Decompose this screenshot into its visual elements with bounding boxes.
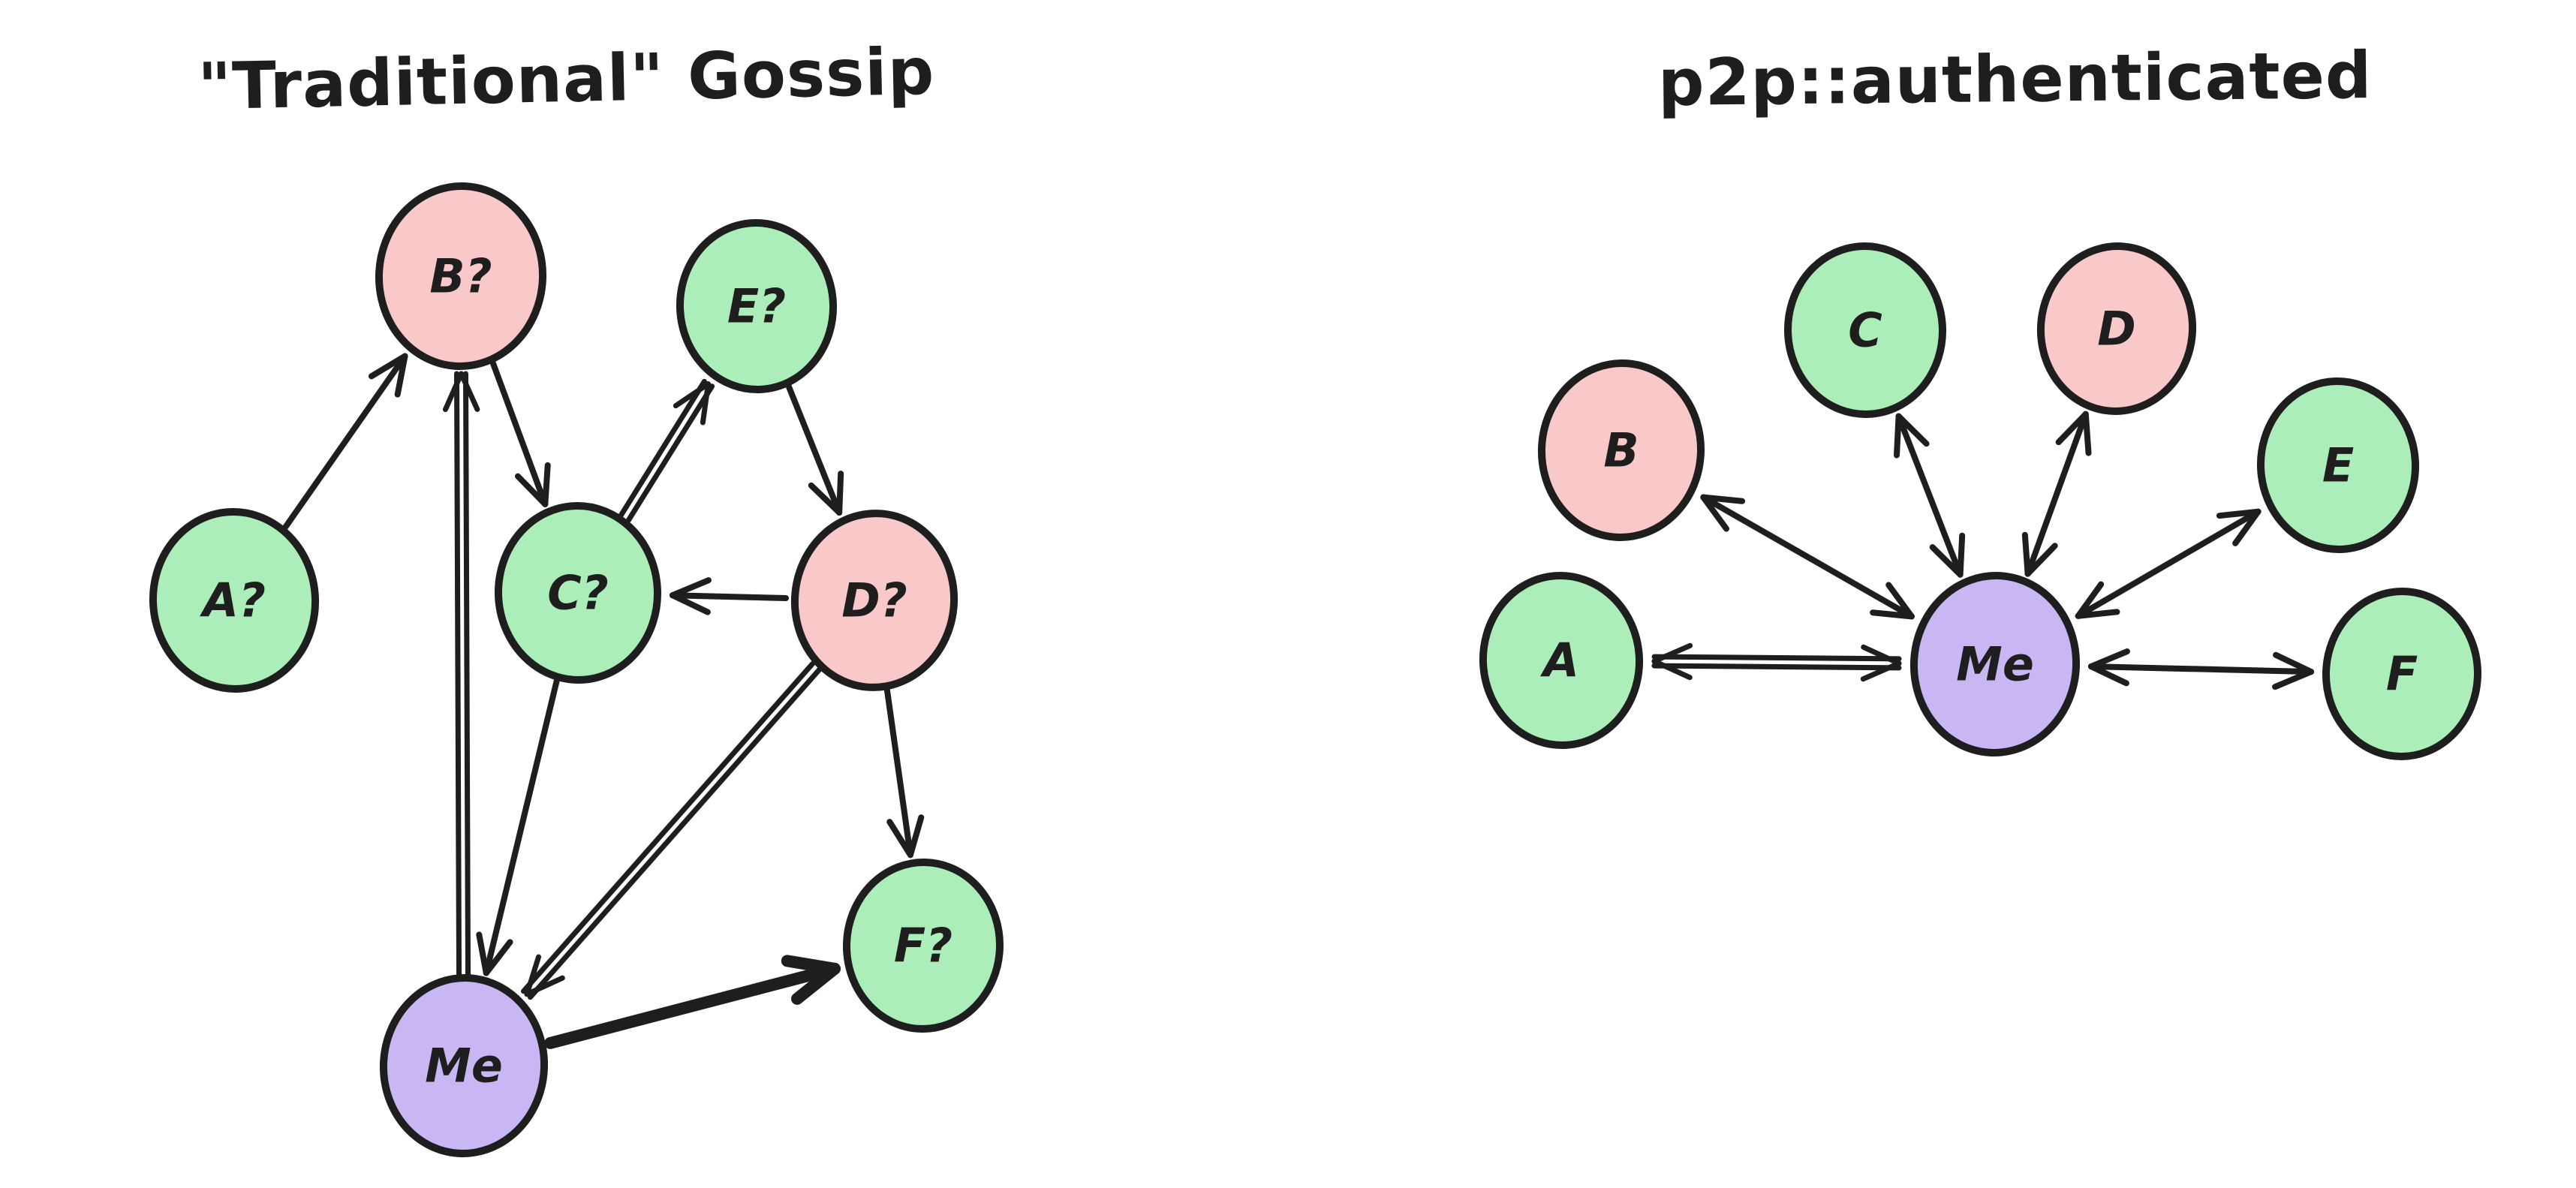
- node-me-label: Me: [1956, 637, 2034, 692]
- p2p-authenticated-nodes: A B C D E F Me: [1479, 242, 2482, 760]
- node-b: B?: [375, 182, 547, 370]
- edge-c-to-me: [476, 675, 561, 976]
- node-b-circle: [375, 182, 547, 370]
- node-c-label: C?: [547, 566, 608, 621]
- edge-me-to-f: [2087, 648, 2315, 690]
- node-f: F: [2322, 588, 2482, 760]
- node-d-circle: [790, 510, 958, 691]
- node-b-circle: [1537, 359, 1705, 541]
- node-e-circle: [2256, 377, 2420, 553]
- node-d-circle: [2036, 242, 2197, 415]
- node-e-label: E?: [727, 279, 786, 334]
- node-me: Me: [1909, 572, 2081, 756]
- traditional-gossip-nodes: A? B? C? D? E? F? Me: [149, 182, 1004, 1157]
- node-a-label: A?: [199, 573, 266, 628]
- node-me: Me: [379, 974, 549, 1157]
- edge-d-to-c: [669, 577, 790, 615]
- edge-me-to-b: [1700, 494, 1915, 620]
- edge-d-to-f: [883, 684, 925, 859]
- node-c-circle: [1783, 242, 1947, 418]
- edge-a-to-b: [282, 353, 408, 530]
- edge-me-to-b: [442, 371, 480, 979]
- node-me-label: Me: [425, 1039, 503, 1093]
- edge-b-to-c: [489, 359, 551, 507]
- node-d: D?: [790, 510, 958, 691]
- node-f-label: F?: [894, 919, 952, 973]
- node-a-label: A: [1539, 633, 1579, 688]
- edge-c-to-e: [618, 378, 715, 523]
- node-c: C?: [494, 502, 662, 684]
- p2p-authenticated-edges: [1651, 411, 2315, 690]
- edge-e-to-d: [785, 382, 844, 516]
- node-c: C: [1783, 242, 1947, 418]
- p2p-authenticated: A B C D E F Me: [1479, 242, 2482, 760]
- traditional-gossip-edges: [282, 353, 925, 1049]
- right-diagram-title: p2p::authenticated: [1657, 38, 2372, 121]
- node-d-label: D: [2097, 302, 2135, 356]
- edge-d-to-me: [521, 661, 822, 1000]
- node-b: B: [1537, 359, 1705, 541]
- node-a-circle: [149, 508, 320, 693]
- node-me-circle: [1909, 572, 2081, 756]
- node-d: D: [2036, 242, 2197, 415]
- node-me-circle: [379, 974, 549, 1157]
- node-e: E: [2256, 377, 2420, 553]
- node-e-label: E: [2322, 438, 2354, 493]
- node-b-label: B: [1603, 423, 1639, 478]
- node-a-circle: [1479, 572, 1644, 749]
- node-a: A: [1479, 572, 1644, 749]
- node-c-circle: [494, 502, 662, 684]
- edge-me-to-c: [1894, 413, 1966, 578]
- edge-me-to-d: [2021, 411, 2092, 577]
- edge-me-to-f: [544, 955, 841, 1049]
- node-a: A?: [149, 508, 320, 693]
- node-d-label: D?: [841, 573, 907, 628]
- node-f-circle: [842, 859, 1004, 1033]
- node-f: F?: [842, 859, 1004, 1033]
- traditional-gossip: A? B? C? D? E? F? Me: [149, 182, 1004, 1157]
- node-b-label: B?: [429, 249, 492, 304]
- node-f-circle: [2322, 588, 2482, 760]
- node-f-label: F: [2386, 647, 2418, 702]
- edge-me-to-e: [2075, 508, 2262, 619]
- left-diagram-title: "Traditional" Gossip: [197, 35, 936, 125]
- node-e: E?: [676, 219, 838, 393]
- edge-me-to-a: [1651, 642, 1902, 682]
- node-c-label: C: [1848, 303, 1882, 358]
- node-e-circle: [676, 219, 838, 393]
